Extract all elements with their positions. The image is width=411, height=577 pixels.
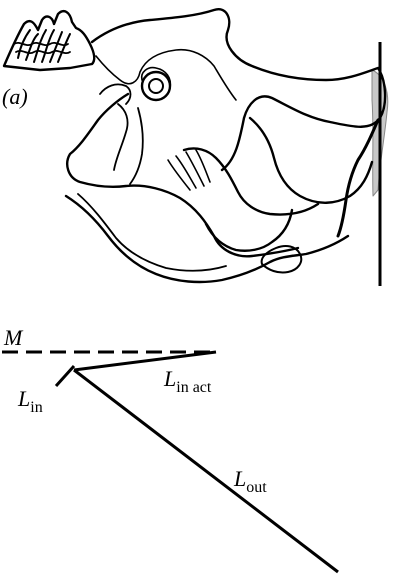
- label-L-in: Lin: [17, 386, 43, 416]
- orbit-outer: [140, 70, 172, 102]
- panel-label: (a): [2, 84, 28, 109]
- segment-L-in-act: [73, 350, 217, 372]
- skull-mid-left: [66, 92, 300, 258]
- tooth-wave: [13, 41, 71, 55]
- tooth-row: [2, 10, 96, 72]
- mandible-lower: [77, 193, 227, 272]
- skull-palate: [167, 149, 211, 191]
- label-L-in-act: Lin act: [163, 366, 212, 396]
- tooth-lines: [17, 29, 71, 63]
- skull-cheek: [182, 147, 320, 216]
- skull-upper-outline: [90, 8, 387, 172]
- label-L-out-sub: out: [246, 479, 267, 496]
- label-L-out-base: L: [233, 466, 246, 491]
- orbit-ring: [140, 66, 172, 89]
- orbit-inner: [148, 78, 164, 94]
- skull-mid-inner: [113, 103, 144, 185]
- mandible-outline: [64, 194, 350, 284]
- skull-drawing: [2, 8, 389, 284]
- segment-L-in: [54, 364, 76, 388]
- label-L-in-act-sub: in act: [176, 379, 212, 396]
- lever-diagram: [2, 350, 339, 574]
- skull-fragment-top: [99, 83, 132, 105]
- skull-upper-inner: [95, 48, 237, 101]
- label-L-in-base: L: [17, 386, 30, 411]
- jaw-joint-curve: [336, 118, 380, 238]
- label-M: M: [3, 325, 24, 350]
- label-L-in-sub: in: [30, 399, 42, 416]
- skull-jaw-rear: [248, 116, 374, 204]
- segment-L-out: [73, 368, 339, 574]
- label-L-in-act-base: L: [163, 366, 176, 391]
- label-L-out: Lout: [233, 466, 267, 496]
- mandible-notch: [260, 245, 303, 274]
- mandible-angle: [204, 208, 294, 252]
